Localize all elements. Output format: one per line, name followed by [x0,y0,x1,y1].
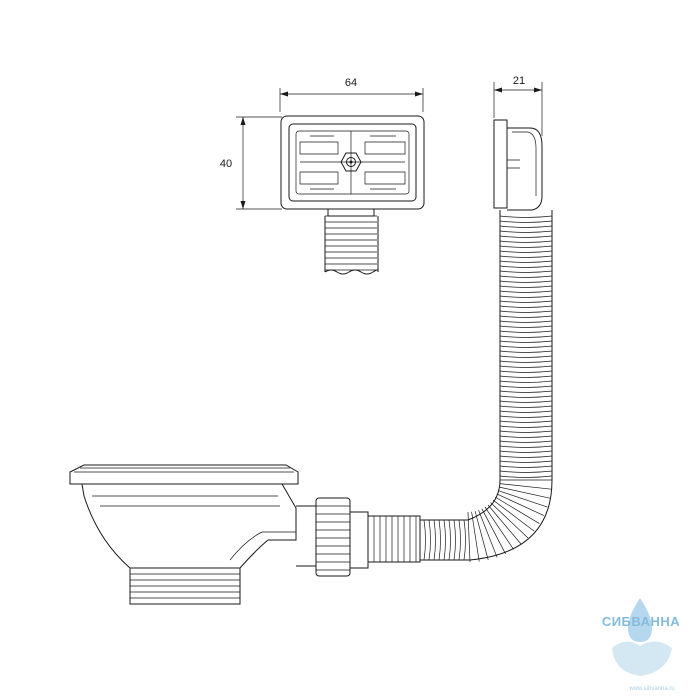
brand-name: СИБВАННА [602,614,680,629]
overflow-hose [420,210,553,563]
overflow-front-view: 64 40 [220,77,425,275]
dimension-depth: 21 [493,75,543,136]
dimension-height-label: 40 [220,158,232,170]
union-nut [315,497,351,577]
hose-connector [296,497,421,577]
overflow-side-view: 21 [493,75,543,211]
brand-url: www.sibvanna.ru [628,686,674,692]
dimension-width: 64 [279,77,424,112]
dimension-height: 40 [220,116,282,210]
bathtub-icon [612,641,672,676]
brand-watermark: СИБВАННА www.sibvanna.ru [602,598,680,692]
drain-flange [69,464,299,485]
sink-drain-basket [69,464,299,605]
center-nut-icon [340,152,362,172]
overflow-side-flange [493,119,508,209]
overflow-stub [324,208,379,275]
dimension-width-label: 64 [345,77,357,89]
dimension-depth-label: 21 [513,75,525,87]
overflow-plate-inner [288,123,417,202]
water-drop-icon [628,598,652,642]
overflow-plate-outer [280,115,425,210]
